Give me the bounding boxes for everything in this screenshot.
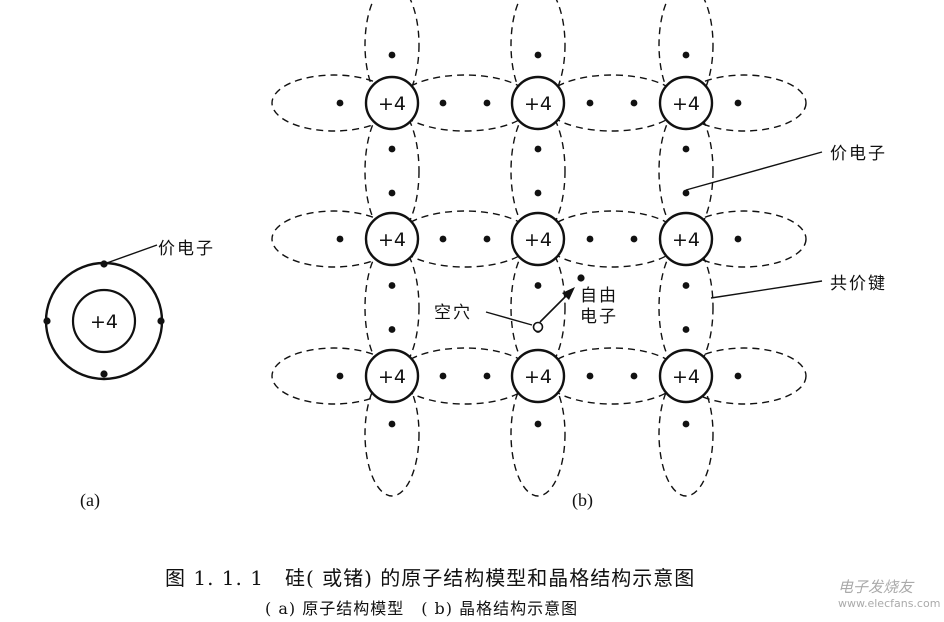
electron-dot [682,282,690,289]
nucleus-label: +4 [378,229,406,251]
electron-dot [388,326,396,333]
electron-dot [336,99,344,107]
electron-dot [586,99,594,107]
electron-dot [630,235,638,243]
nucleus-circle [658,348,714,404]
nucleus-circle [658,211,714,267]
nucleus-label: +4 [672,366,700,388]
electron-dot [586,235,594,243]
watermark-url: www.elecfans.com [838,597,941,610]
nucleus-label: +4 [524,93,552,115]
nucleus-circle [364,211,420,267]
electron-dot [534,420,542,428]
electron-dot [439,99,447,107]
covalent-bond-pointer-line [710,280,823,299]
electron-dot [336,235,344,243]
electron-dot [483,235,491,243]
hole-pointer-line [485,311,533,326]
valence-pointer-line [685,151,823,191]
electron-dot [734,372,742,380]
electron-dot [630,99,638,107]
electron-dot [630,372,638,380]
electron-dot [682,51,690,59]
electron-dot [682,326,690,333]
free-electron-arrow-line [539,291,571,323]
electron-dot [682,420,690,428]
electron-dot [439,372,447,380]
nucleus-label: +4 [672,93,700,115]
electron-dot [534,145,542,153]
valence-electron [43,317,51,325]
atom-valence-label: 价电子 [158,239,215,259]
nucleus-circle [510,75,566,131]
electron-dot [534,282,542,289]
electron-dot [734,99,742,107]
nucleus-circle [71,288,137,354]
electron-dot [682,189,690,197]
electron-dot [388,282,396,289]
free-electron [577,274,585,282]
nucleus-label: +4 [378,366,406,388]
electron-dot [534,51,542,59]
hole-label: 空穴 [434,303,472,323]
atom-model: +4 [43,244,165,381]
nucleus-label: +4 [524,229,552,251]
electron-dot [388,145,396,153]
panel-label-b: (b) [572,490,593,510]
valence-pointer-line [103,244,158,265]
panel-label-a: (a) [80,490,100,510]
nucleus-circle [510,348,566,404]
nucleus-label: +4 [672,229,700,251]
nucleus-circle [510,211,566,267]
free-electron-label-line1: 自由 [580,286,618,306]
electron-dot [734,235,742,243]
electron-dot [483,99,491,107]
electron-dot [388,189,396,197]
arrow-head [562,287,575,300]
free-electron-label-line2: 电子 [580,307,618,327]
lattice-valence-label: 价电子 [830,144,887,164]
electron-dot [388,51,396,59]
nucleus-label: +4 [378,93,406,115]
nucleus-label: +4 [524,366,552,388]
electron-dot [336,372,344,380]
electron-dot [439,235,447,243]
valence-electron [157,317,165,325]
hole-marker [532,321,544,333]
watermark-text: 电子发烧友 [838,578,914,596]
nucleus-label: +4 [90,311,118,333]
figure-subcaption: ( a) 原子结构模型 ( b) 晶格结构示意图 [265,599,579,618]
electron-dot [682,145,690,153]
valence-electron [100,370,108,378]
covalent-bond-label: 共价键 [830,274,887,294]
electron-dot [586,372,594,380]
nucleus-circle [364,75,420,131]
electron-dot [388,420,396,428]
lattice-structure: +4 +4 +4 +4 +4 +4 +4 +4 +4 [271,0,807,497]
nucleus-circle [658,75,714,131]
nucleus-circle [364,348,420,404]
electron-dot [534,189,542,197]
figure-caption: 图 1. 1. 1 硅( 或锗) 的原子结构模型和晶格结构示意图 [165,566,696,590]
electron-dot [483,372,491,380]
